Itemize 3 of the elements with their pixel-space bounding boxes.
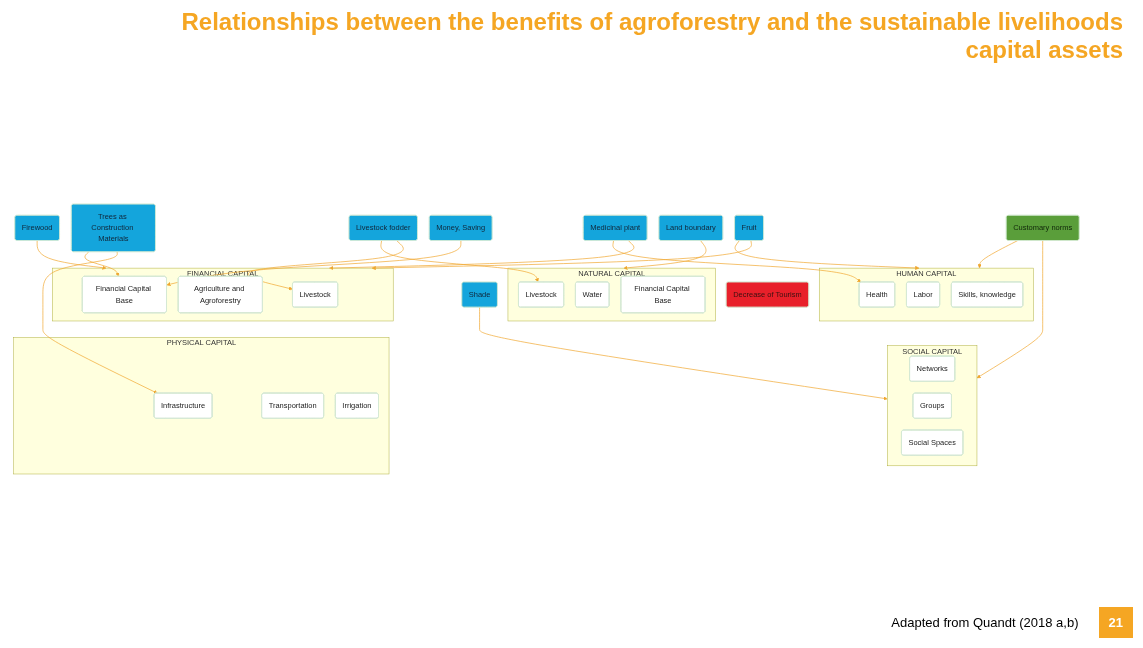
title: Relationships between the benefits of agroforestry and the sustainable livelihoods capital assets [180, 7, 1124, 64]
page-number: 21 [1098, 607, 1133, 638]
source-note: Adapted from Quandt (2018 a,b) [891, 615, 1079, 630]
